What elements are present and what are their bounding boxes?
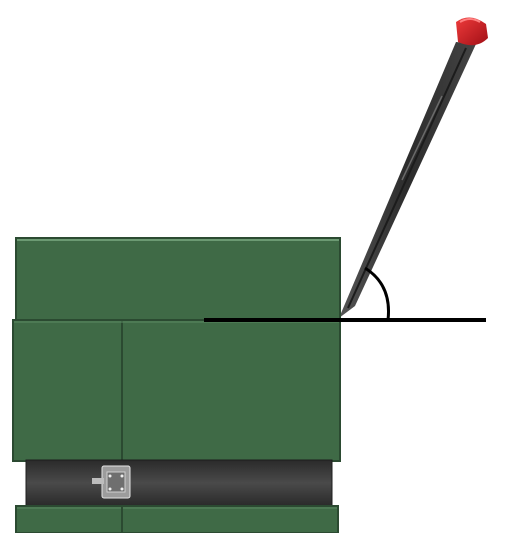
angle-arc-icon	[364, 266, 391, 321]
latch-icon	[92, 465, 131, 499]
lever-tip-icon	[456, 17, 488, 46]
lever-icon	[339, 42, 476, 318]
cabinet-icon	[12, 237, 341, 533]
